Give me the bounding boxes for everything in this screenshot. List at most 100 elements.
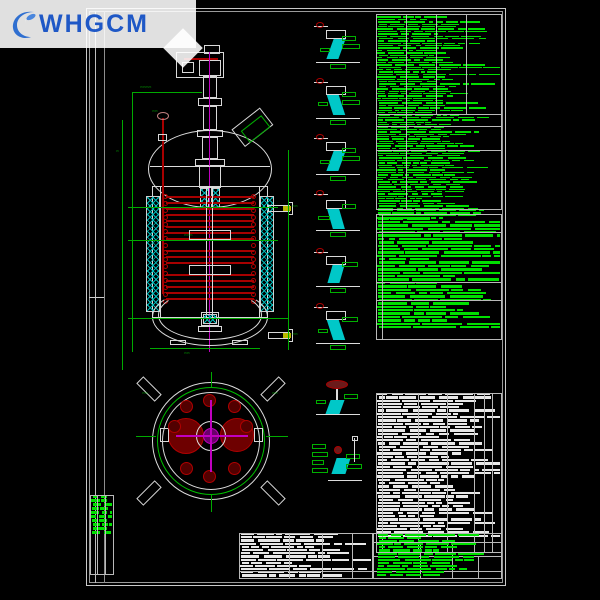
table-cell — [377, 275, 396, 278]
table-cell — [474, 247, 495, 251]
table-cell — [98, 519, 108, 522]
table-cell — [448, 85, 457, 88]
table-cell — [298, 574, 306, 577]
table-cell — [392, 181, 398, 183]
table-row — [376, 181, 502, 183]
table-cell — [430, 128, 442, 131]
table-cell — [377, 468, 407, 472]
table-cell — [441, 505, 449, 508]
table-row — [376, 35, 502, 37]
table-cell — [430, 162, 450, 164]
table-cell — [391, 138, 404, 140]
table-cell — [401, 109, 416, 112]
table-cell — [392, 485, 408, 488]
table-cell — [426, 152, 439, 155]
table-cell — [377, 422, 404, 425]
bottom-outlet-hatch — [203, 314, 217, 324]
table-row — [376, 534, 498, 537]
table-cell — [428, 54, 434, 57]
table-cell — [473, 244, 492, 247]
table-row — [376, 90, 502, 92]
table-cell — [389, 85, 400, 88]
table-cell — [429, 131, 453, 133]
table-cell — [448, 30, 465, 33]
table-cell — [377, 100, 402, 102]
table-row — [376, 104, 502, 107]
table-cell — [451, 109, 464, 112]
plan-dimension-bottom — [211, 494, 212, 512]
table-row — [90, 523, 114, 526]
table-cell — [402, 412, 433, 416]
table-cell — [404, 393, 426, 396]
table-cell — [240, 555, 259, 558]
table-row — [376, 491, 502, 495]
table-cell — [401, 102, 423, 104]
table-cell — [268, 574, 276, 577]
table-cell — [438, 261, 470, 264]
table-cell — [492, 251, 500, 254]
table-cell — [386, 198, 394, 200]
table-cell — [427, 227, 472, 230]
table-cell — [454, 220, 485, 224]
table-cell — [431, 561, 450, 564]
table-cell — [399, 518, 420, 521]
table-row — [376, 268, 502, 271]
table-cell — [415, 16, 421, 18]
table-row — [376, 16, 502, 18]
table-cell — [377, 35, 387, 37]
table-row — [90, 499, 114, 502]
table-cell — [491, 325, 500, 329]
table-cell — [403, 319, 415, 322]
table-cell — [405, 422, 421, 425]
table-cell — [443, 488, 456, 491]
table-cell — [108, 515, 112, 518]
table-cell — [403, 543, 423, 546]
table-cell — [378, 251, 404, 254]
table-cell — [449, 295, 484, 298]
revision-table[interactable] — [90, 495, 114, 575]
table-cell — [407, 472, 422, 475]
table-cell — [439, 83, 460, 85]
table-cell — [426, 147, 445, 150]
table-cell — [378, 45, 394, 47]
table-cell — [377, 186, 397, 188]
table-cell — [423, 234, 432, 237]
table-cell — [241, 558, 256, 561]
table-cell — [390, 35, 406, 37]
table-row — [239, 568, 373, 571]
table-cell — [378, 409, 385, 412]
title-block-green-fields[interactable] — [376, 534, 498, 577]
table-cell — [258, 539, 280, 542]
table-row — [376, 217, 502, 220]
table-cell — [458, 568, 468, 571]
table-cell — [394, 71, 410, 73]
table-cell — [437, 190, 442, 193]
table-cell — [377, 88, 389, 90]
table-cell — [394, 64, 415, 66]
table-cell — [453, 432, 479, 435]
table-cell — [475, 462, 500, 465]
table-cell — [386, 155, 407, 157]
table-cell — [377, 254, 396, 258]
table-row — [376, 59, 502, 61]
table-cell — [378, 114, 391, 116]
table-row — [376, 264, 502, 268]
table-cell — [426, 312, 447, 315]
table-cell — [482, 254, 491, 258]
table-cell — [450, 288, 464, 291]
table-cell — [407, 169, 428, 171]
table-cell — [283, 561, 293, 564]
table-cell — [451, 264, 466, 268]
table-row — [376, 432, 502, 435]
table-cell — [425, 123, 438, 126]
table-cell — [436, 25, 456, 28]
table-cell — [441, 546, 458, 549]
dip-pipe-cap — [157, 112, 169, 120]
table-cell — [458, 214, 477, 217]
table-cell — [427, 501, 435, 505]
table-cell — [451, 462, 472, 465]
table-cell — [448, 188, 466, 190]
table-row — [376, 465, 502, 468]
table-cell — [377, 281, 386, 285]
